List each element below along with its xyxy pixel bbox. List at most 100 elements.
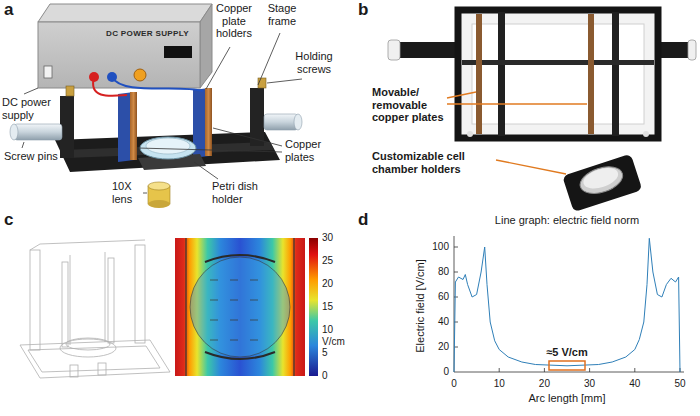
plot-axes: [454, 236, 684, 372]
axis-title: Arc length [mm]: [528, 392, 605, 405]
leader-line: [447, 103, 587, 104]
leader-line: [447, 92, 476, 98]
petri-dish: [146, 138, 190, 154]
screw-pin: [264, 114, 298, 130]
power-supply: [38, 4, 212, 22]
panel-letter: c: [4, 210, 13, 230]
plot-axes: [454, 272, 458, 273]
field-heatmap: [230, 300, 238, 301]
model-wireframe: [30, 244, 40, 250]
colorbar-tick: 5: [322, 347, 328, 359]
axis-tick: 20: [539, 378, 550, 390]
model-wireframe: [20, 340, 170, 378]
leader-line: [22, 33, 302, 193]
stage-frame: [55, 78, 280, 172]
field-heatmap: [175, 238, 318, 376]
colorbar-unit: V/cm: [322, 336, 345, 348]
model-wireframe: [30, 250, 40, 350]
field-heatmap: [210, 340, 218, 341]
field-heatmap: [190, 257, 290, 357]
petri-dish: [138, 137, 206, 170]
model-wireframe: [105, 252, 106, 342]
stage-frame: [66, 86, 74, 96]
axis-tick: 60: [438, 291, 449, 303]
colorbar-tick: 20: [322, 278, 333, 290]
screw-pin: [294, 114, 302, 130]
stage-photo: [388, 40, 400, 60]
plot-axes: [454, 297, 458, 298]
part-label: Holding screws: [290, 50, 338, 75]
objective-lens: [148, 182, 170, 190]
stage-frame: [250, 88, 264, 146]
plot-axes: [634, 368, 635, 372]
stage-photo: [688, 40, 696, 60]
part-label: Customizable cell chamber holders: [372, 150, 494, 175]
panel-text: DC POWER SUPPLY: [106, 29, 189, 39]
stage-photo: [498, 12, 505, 136]
leader-line: [213, 128, 282, 146]
objective-lens: [148, 182, 170, 208]
panel-letter: b: [358, 0, 368, 20]
part-label: DC power supply: [2, 96, 56, 121]
model-wireframe: [98, 363, 106, 375]
leader-line: [24, 88, 38, 94]
panel-letter: a: [4, 0, 13, 20]
axis-tick: 0: [451, 378, 457, 390]
leader-line: [267, 79, 302, 83]
power-wire: [93, 77, 127, 96]
colorbar-tick: 10: [322, 324, 333, 336]
part-label: Movable/ removable copper plates: [372, 86, 444, 124]
stage-photo: [658, 42, 692, 58]
axis-tick: 80: [438, 266, 449, 278]
field-heatmap: [250, 300, 258, 301]
field-heatmap: [175, 238, 305, 376]
stage-photo: [458, 10, 658, 138]
model-wireframe: [135, 245, 145, 343]
power-supply: [38, 4, 212, 88]
model-wireframe: [70, 365, 78, 377]
stage-photo: [643, 131, 649, 137]
field-heatmap: [230, 340, 238, 341]
cell-chamber-holder: [581, 164, 621, 192]
leader-line: [138, 148, 282, 152]
power-supply-panel: DC POWER SUPPLY: [104, 28, 191, 40]
plot-axes: [499, 368, 500, 372]
field-heatmap: [210, 280, 218, 281]
field-heatmap: [210, 320, 218, 321]
field-heatmap: [250, 320, 258, 321]
colorbar-tick: 15: [322, 301, 333, 313]
stage-photo: [588, 14, 594, 134]
screw-pin: [10, 124, 18, 140]
plot-axes: [454, 247, 458, 248]
objective-lens: [148, 200, 170, 208]
stage-frame: [55, 132, 280, 172]
axis-tick: 10: [494, 378, 505, 390]
power-supply: [44, 66, 52, 78]
axis-tick: 50: [674, 378, 685, 390]
model-wireframe: [20, 240, 170, 378]
stage-photo: [395, 42, 457, 58]
axis-tick: 100: [432, 241, 449, 253]
colorbar-tick: 30: [322, 232, 333, 244]
axis-tick: 40: [629, 378, 640, 390]
leader-line: [447, 92, 587, 174]
screw-pin: [10, 114, 302, 140]
power-supply: [164, 46, 192, 58]
copper-plate: [205, 88, 212, 156]
plot-axes: [544, 368, 545, 372]
stage-photo: [612, 12, 619, 136]
highlight-box: [549, 361, 585, 370]
field-heatmap: [230, 320, 238, 321]
part-label: Copper plate holders: [211, 2, 257, 40]
leader-line: [194, 162, 218, 179]
cell-chamber-holder: [577, 162, 626, 198]
stage-photo: [467, 131, 473, 137]
model-wireframe: [70, 255, 71, 345]
cell-chamber-holder: [562, 154, 642, 212]
model-wireframe: [66, 338, 110, 350]
model-wireframe: [40, 240, 145, 244]
stage-photo: [462, 60, 654, 65]
field-heatmap: [309, 238, 318, 376]
